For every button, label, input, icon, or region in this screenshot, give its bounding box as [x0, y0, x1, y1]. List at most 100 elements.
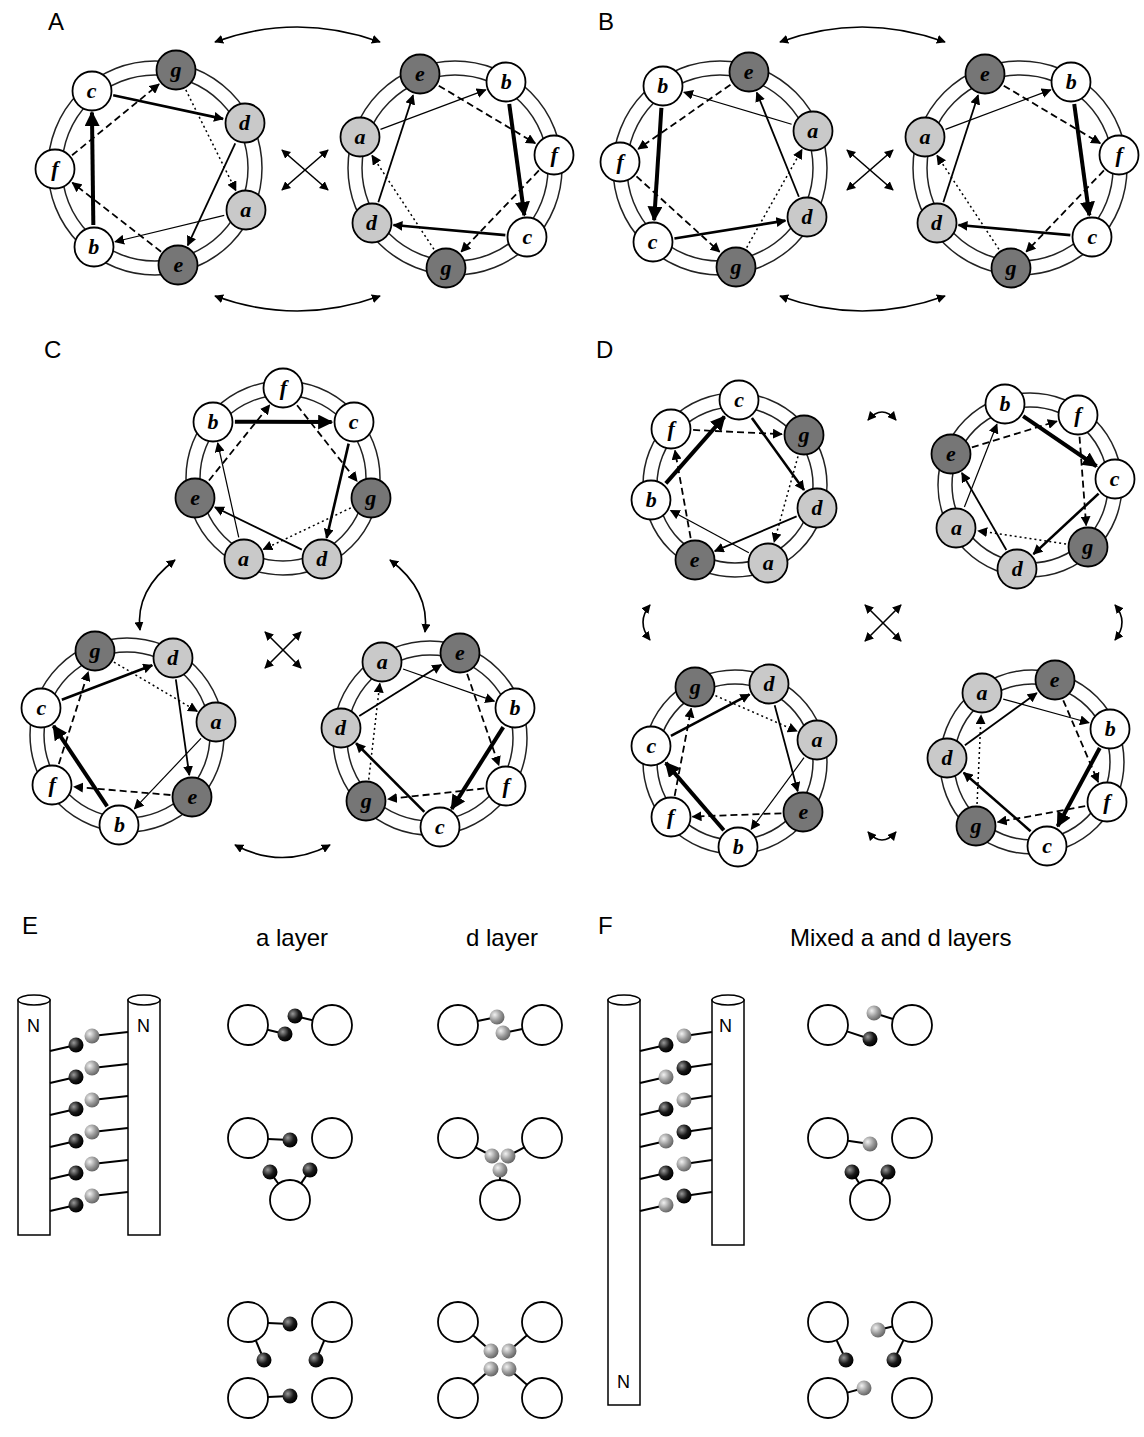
interaction-arrow	[868, 832, 896, 840]
side-chain-ball	[69, 1070, 84, 1085]
residue-letter: a	[747, 542, 789, 584]
residue-letter: d	[351, 202, 393, 244]
interaction-arrow	[780, 27, 945, 42]
residue-letter: e	[399, 53, 441, 95]
residue-letter: c	[333, 401, 375, 443]
residue-circle: g	[350, 477, 392, 519]
panel-letter: D	[596, 336, 613, 364]
sequence-arrow	[998, 806, 1085, 822]
residue-circle: c	[20, 687, 62, 729]
sequence-arrow	[188, 143, 235, 245]
helix-cylinder	[712, 995, 744, 1245]
residue-circle: a	[935, 507, 977, 549]
sequence-arrow	[467, 674, 499, 765]
sequence-arrow	[964, 424, 996, 507]
residue-letter: f	[31, 764, 73, 806]
residue-circle: g	[155, 49, 197, 91]
residue-letter: b	[717, 826, 759, 868]
residue-circle: b	[1089, 708, 1131, 750]
terminus-label: N	[719, 1016, 732, 1037]
residue-letter: b	[642, 65, 684, 107]
sequence-arrow	[59, 672, 88, 764]
residue-letter: g	[990, 247, 1032, 289]
residue-letter: b	[485, 61, 527, 103]
wheel-ring	[643, 670, 827, 854]
sequence-arrow	[1063, 700, 1098, 782]
residue-letter: b	[630, 479, 672, 521]
residue-circle: f	[599, 141, 641, 183]
residue-letter: f	[1086, 781, 1128, 823]
helix-section	[808, 1378, 848, 1418]
helix-section	[312, 1378, 352, 1418]
residue-circle: a	[339, 116, 381, 158]
residue-circle: f	[650, 408, 692, 450]
side-chain-ball	[863, 1032, 878, 1047]
interaction-arrow	[865, 605, 901, 641]
side-chain-ball	[69, 1102, 84, 1117]
helix-cylinder	[608, 995, 640, 1405]
residue-circle: g	[955, 805, 997, 847]
residue-circle: e	[930, 433, 972, 475]
residue-circle: a	[195, 701, 237, 743]
sequence-arrow	[757, 93, 799, 197]
residue-circle: f	[485, 765, 527, 807]
interaction-arrow	[282, 150, 328, 190]
residue-letter: c	[71, 70, 113, 112]
helix-section	[522, 1005, 562, 1045]
residue-letter: a	[195, 701, 237, 743]
sequence-arrow	[393, 225, 505, 235]
side-chain-ball	[283, 1133, 298, 1148]
helix-section	[438, 1378, 478, 1418]
residue-circle: b	[192, 401, 234, 443]
residue-letter: b	[73, 226, 115, 268]
side-chain-ball	[69, 1198, 84, 1213]
residue-circle: f	[533, 134, 575, 176]
helix-section	[438, 1118, 478, 1158]
sequence-arrow	[113, 95, 223, 119]
residue-letter: d	[916, 202, 958, 244]
label-text: N	[719, 1016, 732, 1036]
residue-circle: f	[31, 764, 73, 806]
side-chain-ball	[283, 1389, 298, 1404]
residue-circle: c	[506, 216, 548, 258]
label-text: D	[596, 336, 613, 363]
side-chain-ball	[677, 1029, 692, 1044]
residue-circle: f	[1086, 781, 1128, 823]
residue-circle: f	[650, 796, 692, 838]
label-text: E	[22, 912, 38, 939]
residue-letter: e	[439, 632, 481, 674]
interaction-arrow	[847, 150, 893, 190]
sequence-arrow	[388, 788, 484, 799]
sequence-arrow	[218, 443, 239, 537]
helix-section	[312, 1302, 352, 1342]
side-chain-ball	[659, 1038, 674, 1053]
helix-section	[892, 1118, 932, 1158]
side-chain-ball	[677, 1061, 692, 1076]
side-chain-ball	[659, 1134, 674, 1149]
residue-letter: e	[174, 477, 216, 519]
sequence-arrow	[977, 715, 981, 804]
side-chain-ball	[278, 1027, 293, 1042]
column-heading: d layer	[466, 924, 538, 952]
terminus-label: N	[617, 1372, 630, 1393]
residue-letter: f	[1057, 394, 1099, 436]
side-chain-ball	[85, 1189, 100, 1204]
helix-section	[312, 1005, 352, 1045]
residue-letter: a	[225, 189, 267, 231]
helix-section	[892, 1005, 932, 1045]
residue-letter: g	[715, 246, 757, 288]
residue-letter: d	[796, 487, 838, 529]
interaction-arrow	[282, 150, 328, 190]
residue-letter: g	[955, 805, 997, 847]
panel-letter: C	[44, 336, 61, 364]
residue-letter: a	[361, 641, 403, 683]
side-chain-ball	[867, 1006, 882, 1021]
wheel-ring	[938, 393, 1122, 577]
wheel-ring	[186, 381, 380, 575]
side-chain-ball	[496, 1026, 511, 1041]
residue-letter: f	[485, 765, 527, 807]
interaction-arrow	[1115, 605, 1122, 640]
residue-letter: e	[964, 53, 1006, 95]
side-chain-ball	[485, 1149, 500, 1164]
